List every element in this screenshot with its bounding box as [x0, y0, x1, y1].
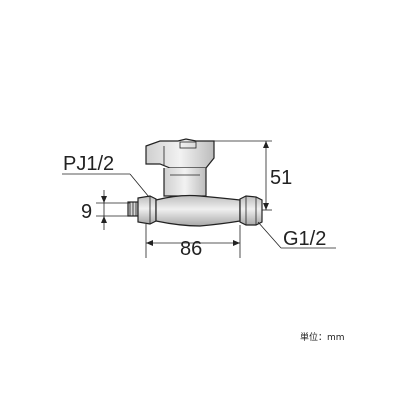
- unit-note: 単位：mm: [300, 331, 345, 343]
- valve-body: [127, 138, 263, 227]
- length-label: 86: [180, 238, 202, 260]
- outlet-thread-callout: G1/2: [257, 221, 336, 250]
- inlet-thread-label: PJ1/2: [63, 153, 114, 175]
- cap-top-detail: [179, 141, 197, 149]
- valve-neck: [163, 168, 207, 197]
- length-dimension: 86: [145, 224, 241, 260]
- inlet-offset-label: 9: [81, 201, 92, 223]
- valve-cap: [145, 138, 215, 169]
- height-arrow-bottom: [263, 203, 269, 210]
- height-label: 51: [270, 167, 292, 189]
- outlet-nut: [239, 195, 263, 226]
- inlet-nut: [137, 195, 157, 225]
- pipe-body: [155, 194, 241, 227]
- inlet-thread-leader: [129, 173, 150, 198]
- inlet-offset-dimension: 9: [81, 190, 130, 230]
- length-arrow-right: [233, 240, 240, 246]
- outlet-thread-label: G1/2: [283, 228, 326, 250]
- length-arrow-left: [146, 240, 153, 246]
- inlet-offset-arrow-bottom: [101, 216, 107, 223]
- inlet-thread-callout: PJ1/2: [62, 153, 150, 198]
- height-dimension: 51: [214, 140, 292, 211]
- inlet-offset-arrow-top: [101, 196, 107, 203]
- outlet-thread-leader: [257, 221, 282, 249]
- height-arrow-top: [263, 141, 269, 148]
